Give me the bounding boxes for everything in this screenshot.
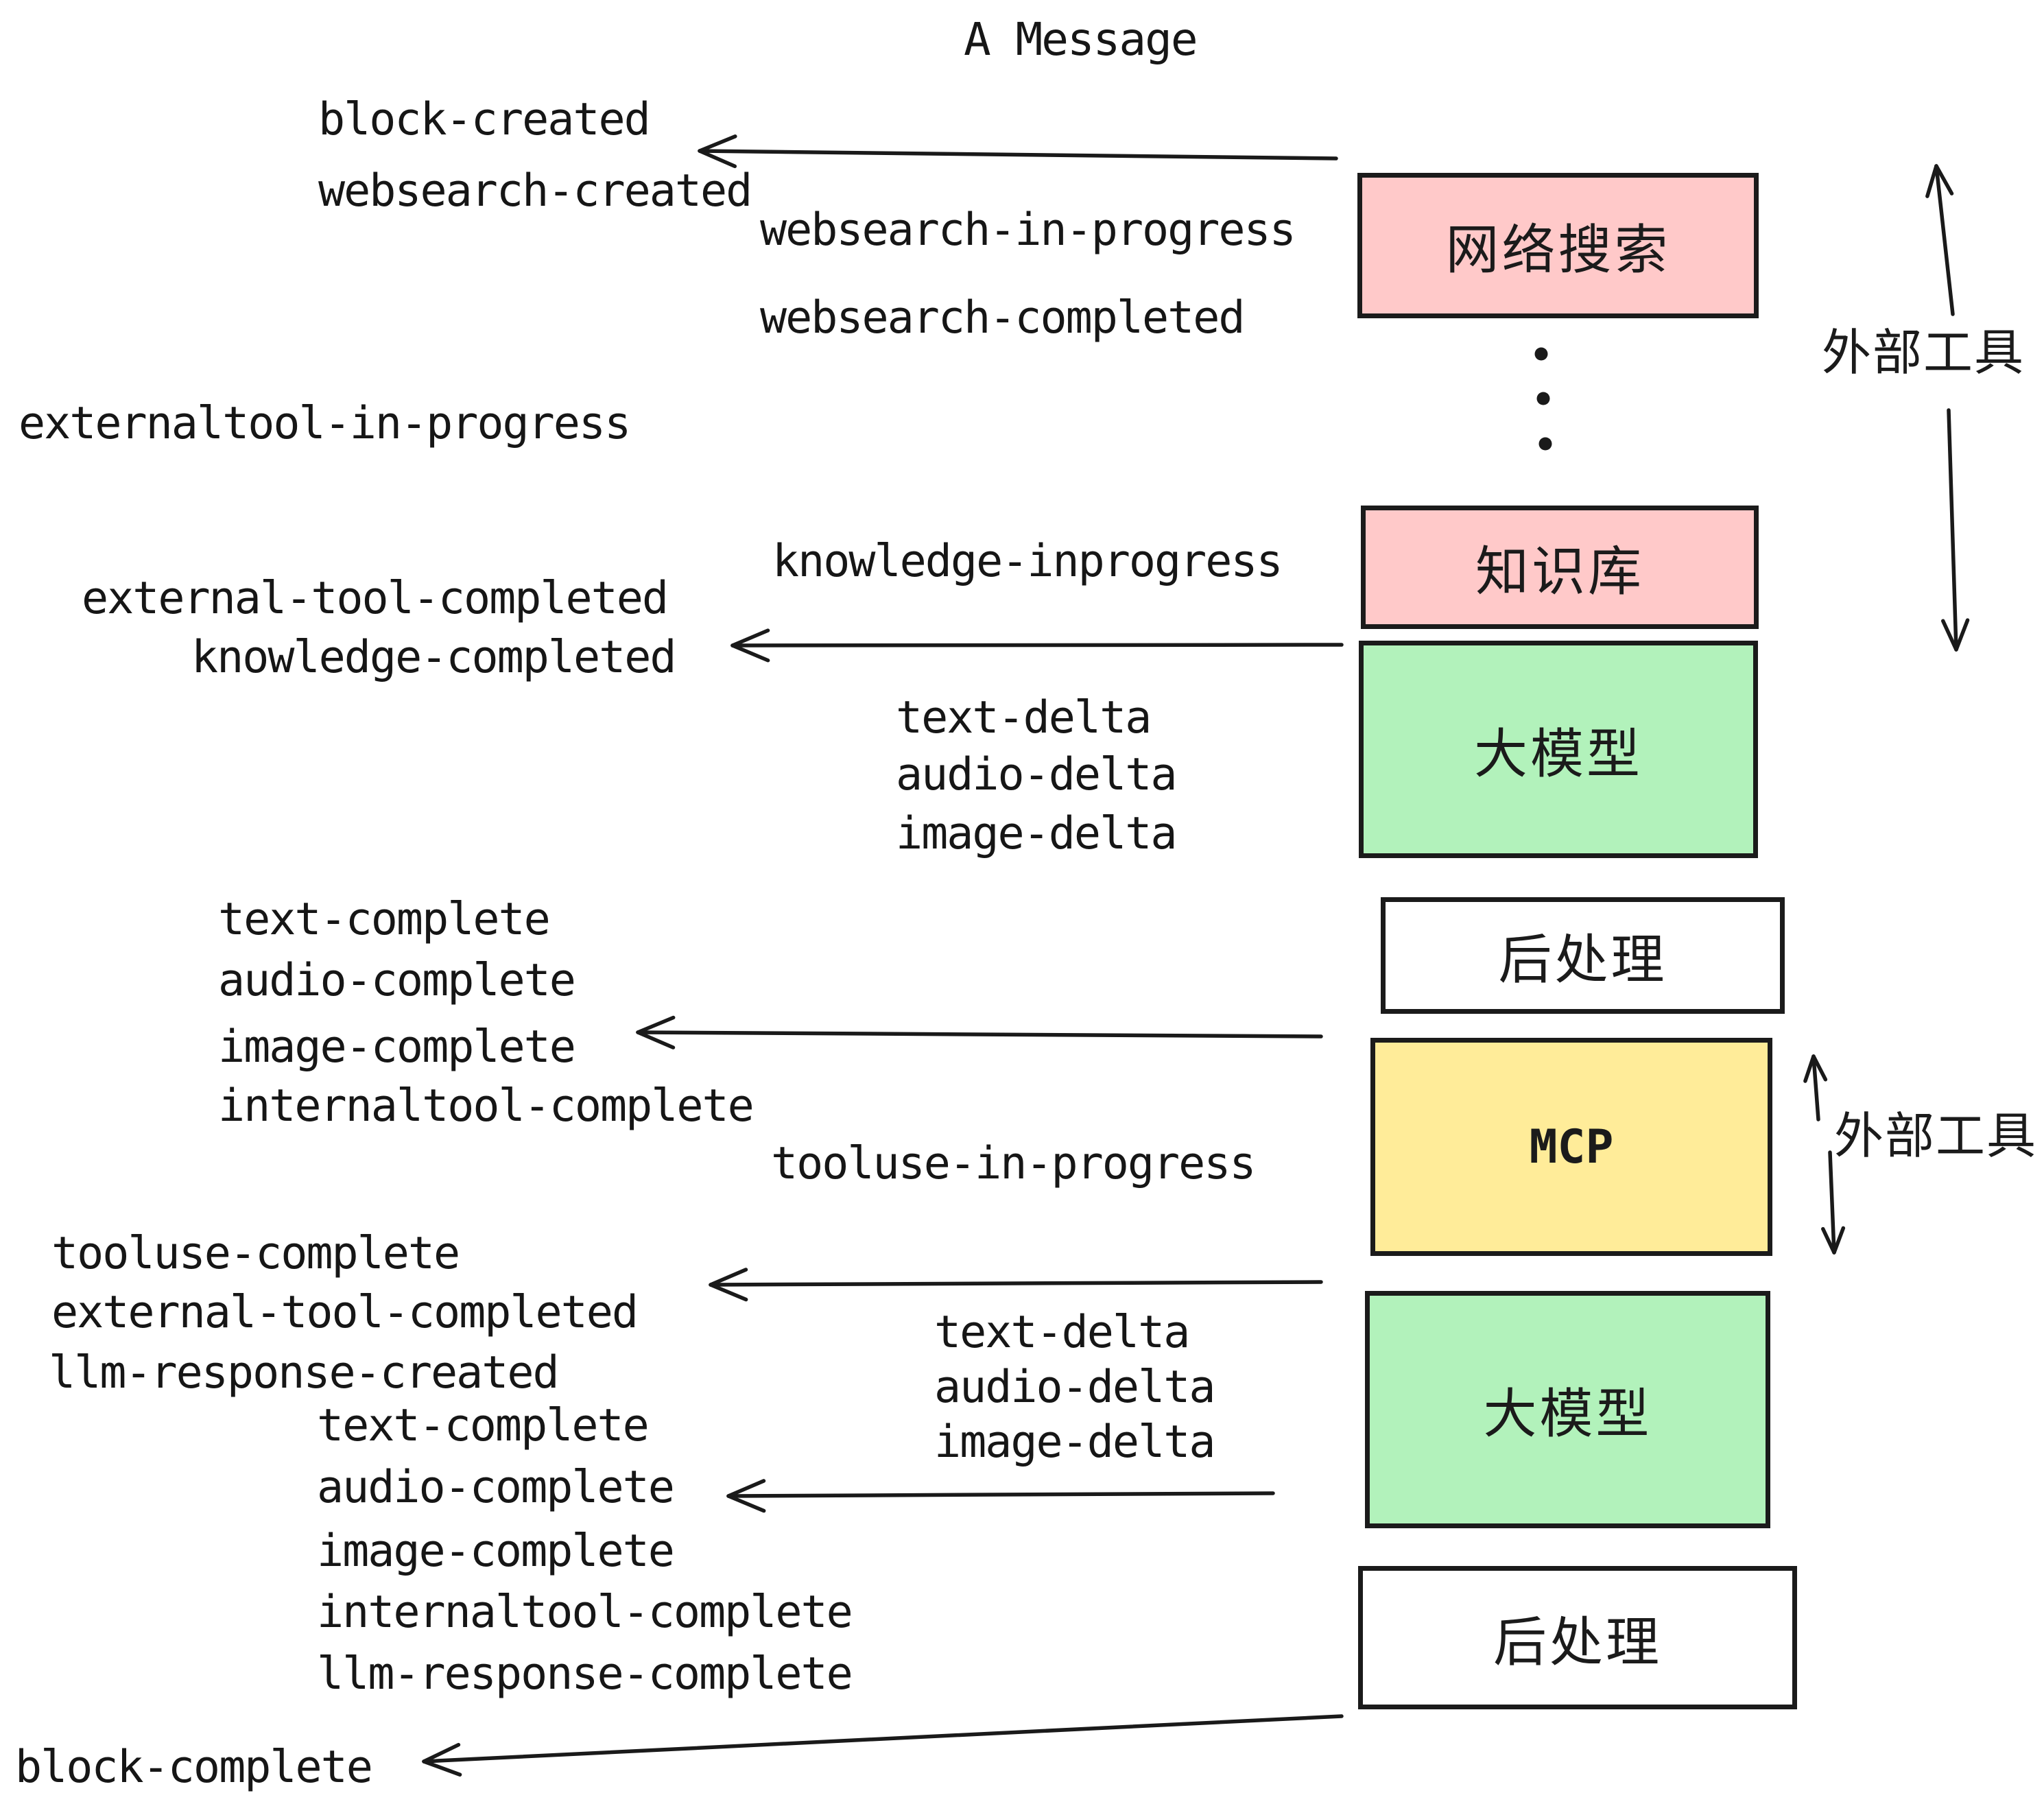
label-text-complete-2: text-complete [317,1400,650,1451]
label-external-tools-1: 外部工具 [1822,324,2025,381]
label-knowledge-completed: knowledge-completed [191,632,677,683]
arrow-to-block-created [698,134,1338,169]
label-websearch-created: websearch-created [318,165,752,217]
arrow-external-tools-down-1 [1941,408,1970,652]
arrow-external-tools-down-2 [1821,1150,1846,1255]
box-websearch: 网络搜索 [1357,173,1759,318]
box-llm-1: 大模型 [1359,641,1758,858]
box-mcp: MCP [1370,1038,1772,1256]
label-image-delta-1: image-delta [896,808,1177,859]
label-audio-delta-1: audio-delta [896,749,1177,800]
arrow-to-audio-complete [726,1479,1275,1513]
box-post-1: 后处理 [1381,897,1785,1014]
label-tooluse-in-progress: tooluse-in-progress [771,1138,1257,1189]
ellipsis-dot [1534,347,1548,361]
label-title: A Message [964,13,1198,66]
arrow-to-external-tool-completed [709,1268,1323,1302]
label-audio-delta-2: audio-delta [934,1362,1215,1413]
label-external-tool-completed-2: external-tool-completed [51,1287,639,1338]
box-label-post-1: 后处理 [1498,929,1667,991]
label-image-delta-2: image-delta [934,1416,1215,1468]
label-block-created: block-created [318,94,651,145]
box-label-llm-1: 大模型 [1473,723,1643,785]
box-post-2: 后处理 [1358,1566,1797,1709]
label-externaltool-in-progress: externaltool-in-progress [19,398,631,449]
arrow-to-image-complete [636,1015,1323,1049]
label-tooluse-complete: tooluse-complete [51,1228,460,1279]
label-text-delta-1: text-delta [896,692,1152,744]
box-knowledge: 知识库 [1361,506,1759,629]
label-llm-response-created: llm-response-created [49,1347,560,1399]
label-image-complete-1: image-complete [218,1021,576,1073]
box-label-mcp: MCP [1529,1119,1614,1174]
box-label-knowledge: 知识库 [1475,541,1644,603]
label-internaltool-complete-1: internaltool-complete [218,1080,754,1132]
arrow-external-tools-up-2 [1803,1054,1828,1121]
label-external-tool-completed-1: external-tool-completed [82,573,669,624]
label-knowledge-inprogress: knowledge-inprogress [772,536,1283,587]
label-audio-complete-2: audio-complete [317,1462,675,1513]
ellipsis-dot [1536,392,1550,405]
box-label-post-2: 后处理 [1493,1611,1662,1674]
label-text-delta-2: text-delta [934,1307,1190,1358]
arrow-external-tools-up-1 [1925,164,1955,316]
box-label-llm-2: 大模型 [1483,1384,1652,1445]
arrow-to-block-complete [422,1714,1344,1777]
label-websearch-in-progress: websearch-in-progress [760,204,1296,256]
label-audio-complete-1: audio-complete [218,955,576,1006]
box-label-websearch: 网络搜索 [1445,219,1671,281]
label-image-complete-2: image-complete [317,1526,675,1577]
label-block-complete: block-complete [15,1742,373,1793]
label-llm-response-complete: llm-response-complete [317,1648,853,1700]
arrow-to-knowledge-completed [730,628,1344,663]
label-external-tools-2: 外部工具 [1834,1107,2038,1165]
label-websearch-completed: websearch-completed [760,292,1246,344]
box-llm-2: 大模型 [1365,1291,1770,1528]
label-internaltool-complete-2: internaltool-complete [317,1587,853,1638]
label-text-complete-1: text-complete [218,894,551,945]
ellipsis-dot [1538,437,1552,451]
